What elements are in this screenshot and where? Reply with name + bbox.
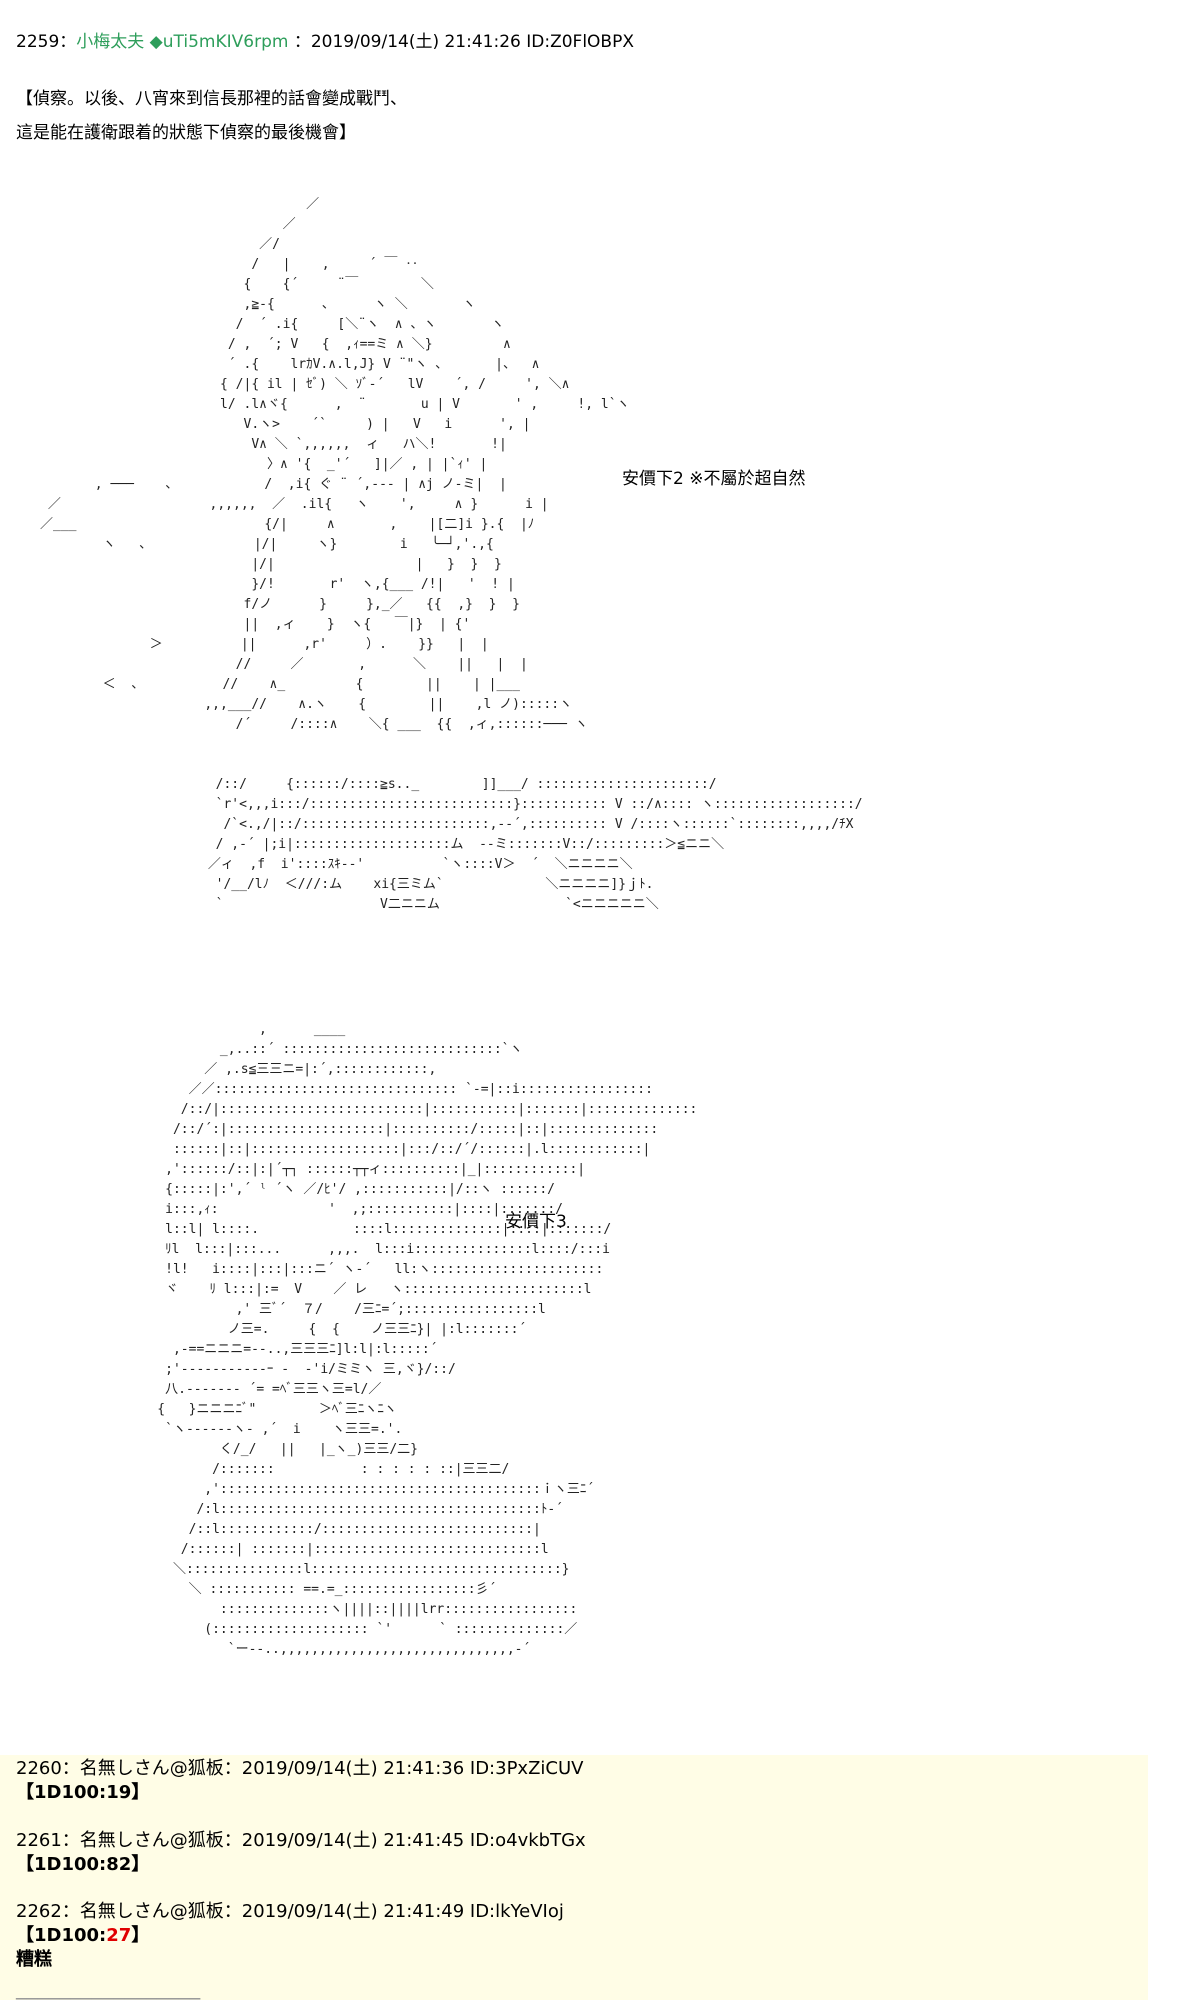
dice-value: 82	[106, 1854, 132, 1875]
dice-result: 【1D100:82】	[16, 1854, 150, 1875]
post-separator: ：	[59, 32, 77, 52]
reply-2260: 2260：名無しさん@狐板：2019/09/14(土) 21:41:36 ID:…	[16, 1757, 583, 1805]
post-body: 【偵察。以後、八宵來到信長那裡的話會變成戰鬥、 這是能在護衛跟着的狀態下偵察的最…	[16, 82, 634, 150]
post-number: 2259	[16, 32, 60, 52]
reply-2262: 2262：名無しさん@狐板：2019/09/14(土) 21:41:49 ID:…	[16, 1900, 564, 1972]
post-datetime: ：2019/09/14(土) 21:41:26 ID:Z0FlOBPX	[293, 32, 634, 52]
reply-comment: 糟糕	[16, 1949, 52, 1970]
reply-header: 2260：名無しさん@狐板：2019/09/14(土) 21:41:36 ID:…	[16, 1758, 584, 1779]
dice-result: 【1D100:27】	[16, 1925, 150, 1946]
post-2259: 2259：小梅太夫 ◆uTi5mKIV6rpm ：2019/09/14(土) 2…	[16, 30, 634, 150]
reply-next-partial: ─────────────────	[16, 1988, 200, 2012]
anka-label-3: 安價下3	[505, 1212, 567, 1232]
reply-header-partial: ─────────────────	[16, 1989, 201, 2010]
reply-header: 2261：名無しさん@狐板：2019/09/14(土) 21:41:45 ID:…	[16, 1830, 586, 1851]
reply-area	[0, 1755, 1148, 2000]
reply-2261: 2261：名無しさん@狐板：2019/09/14(土) 21:41:45 ID:…	[16, 1829, 586, 1877]
body-line: 【偵察。以後、八宵來到信長那裡的話會變成戰鬥、	[16, 89, 407, 109]
ascii-art-figure: ／ ／ ／/ / | , ´ ￣ ‥ { {´ ¨￣ ＼ ,≧-{	[40, 197, 630, 732]
dice-value: 19	[106, 1782, 132, 1803]
dice-value-red: 27	[106, 1925, 132, 1946]
ascii-art-robe: /::/ {::::::/::::≧s.._ ]]___/ ::::::::::…	[207, 777, 863, 912]
anka-label-2: 安價下2 ※不屬於超自然	[622, 469, 806, 489]
reply-header: 2262：名無しさん@狐板：2019/09/14(土) 21:41:49 ID:…	[16, 1901, 564, 1922]
poster-name[interactable]: 小梅太夫	[76, 32, 145, 52]
dice-result: 【1D100:19】	[16, 1782, 150, 1803]
poster-trip: ◆uTi5mKIV6rpm	[149, 32, 289, 52]
body-line: 這是能在護衛跟着的狀態下偵察的最後機會】	[16, 123, 356, 143]
post-header: 2259：小梅太夫 ◆uTi5mKIV6rpm ：2019/09/14(土) 2…	[16, 30, 634, 54]
ascii-art-portrait: , ____ _,..::´ :::::::::::::::::::::::::…	[157, 1022, 698, 1657]
